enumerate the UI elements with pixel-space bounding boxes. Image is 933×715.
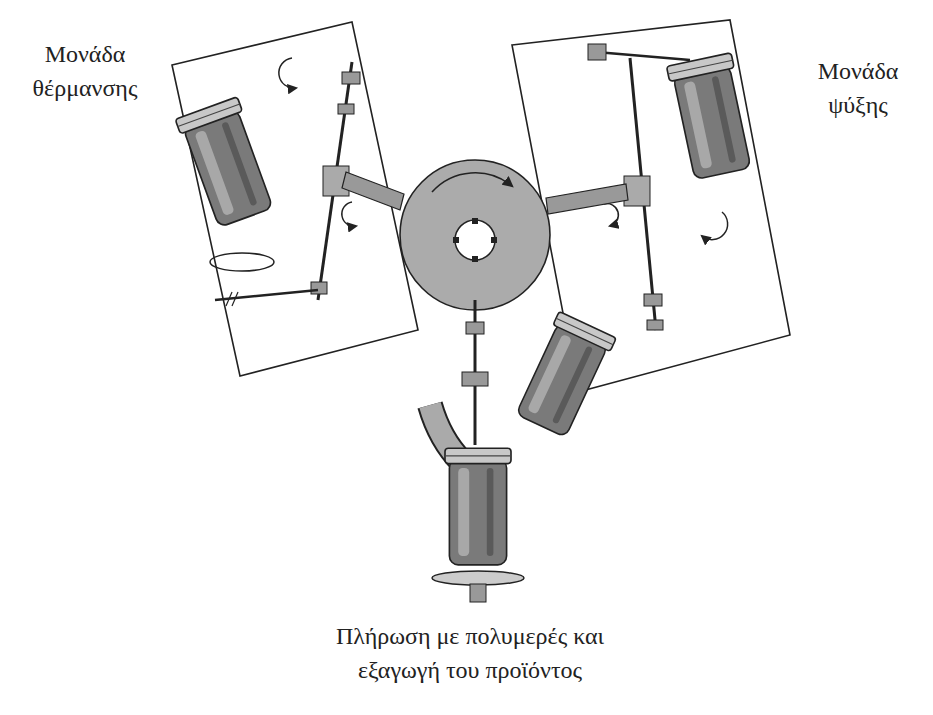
unit-label: Μονάδα ψύξης xyxy=(798,55,918,122)
cooling-arm xyxy=(546,184,628,214)
loading-station xyxy=(430,300,616,602)
station-caption: Πλήρωση με πολυμερές και εξαγωγή του προ… xyxy=(310,620,630,687)
unit-label: Μονάδα θέρμανσης xyxy=(10,38,160,105)
heating-mechanism xyxy=(175,58,360,306)
heating-unit-box: Μονάδα θέρμανσης xyxy=(10,38,160,105)
turntable xyxy=(400,160,550,310)
caption-text: Πλήρωση με πολυμερές και εξαγωγή του προ… xyxy=(310,620,630,687)
heating-arm xyxy=(342,172,404,210)
heating-housing xyxy=(172,22,418,376)
cooling-unit-box: Μονάδα ψύξης xyxy=(798,55,918,122)
